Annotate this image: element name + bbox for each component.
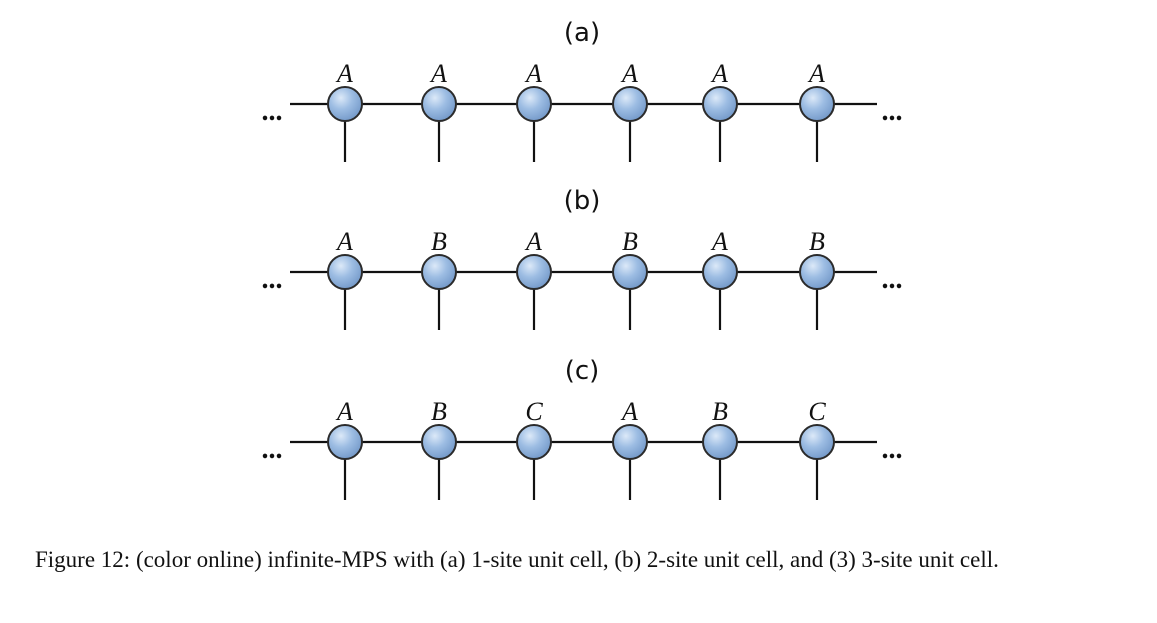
tensor-label: B (431, 227, 447, 256)
tensor-label: A (710, 59, 728, 88)
tensor-site: B (799, 227, 835, 330)
tensor-site: C (516, 397, 552, 500)
tensor-label: A (335, 227, 353, 256)
mps-diagram: (a)...... A A A A A A (b)...... A B A B A B (c)...... A… (262, 18, 903, 500)
tensor-node (702, 254, 738, 290)
tensor-label: B (809, 227, 825, 256)
tensor-site: A (702, 59, 738, 162)
tensor-site: A (421, 59, 457, 162)
tensor-label: A (524, 227, 542, 256)
tensor-node (799, 254, 835, 290)
tensor-node (516, 86, 552, 122)
tensor-node (516, 424, 552, 460)
tensor-site: B (421, 227, 457, 330)
tensor-label: A (710, 227, 728, 256)
tensor-node (702, 424, 738, 460)
tensor-label: A (429, 59, 447, 88)
panel-label: (c) (565, 356, 600, 386)
tensor-site: A (327, 59, 363, 162)
tensor-site: A (516, 227, 552, 330)
tensor-label: B (622, 227, 638, 256)
tensor-site: B (612, 227, 648, 330)
tensor-node (421, 254, 457, 290)
tensor-node (516, 254, 552, 290)
tensor-site: A (327, 227, 363, 330)
tensor-site: B (421, 397, 457, 500)
left-ellipsis: ... (262, 434, 283, 465)
tensor-node (799, 424, 835, 460)
tensor-node (612, 424, 648, 460)
right-ellipsis: ... (882, 264, 903, 295)
tensor-node (702, 86, 738, 122)
tensor-label: A (524, 59, 542, 88)
tensor-site: B (702, 397, 738, 500)
tensor-site: C (799, 397, 835, 500)
tensor-label: C (808, 397, 826, 426)
panel-b: (b)...... A B A B A B (262, 186, 903, 330)
tensor-label: A (620, 397, 638, 426)
panel-c: (c)...... A B C A B C (262, 356, 903, 500)
tensor-label: A (620, 59, 638, 88)
tensor-label: C (525, 397, 543, 426)
tensor-node (327, 424, 363, 460)
tensor-site: A (702, 227, 738, 330)
tensor-site: A (799, 59, 835, 162)
right-ellipsis: ... (882, 96, 903, 127)
figure-caption: Figure 12: (color online) infinite-MPS w… (35, 547, 999, 572)
tensor-site: A (516, 59, 552, 162)
tensor-node (421, 86, 457, 122)
right-ellipsis: ... (882, 434, 903, 465)
panels-group: (a)...... A A A A A A (b)...... A B A B A B (c)...... A… (262, 18, 903, 500)
tensor-site: A (612, 59, 648, 162)
tensor-label: A (335, 397, 353, 426)
left-ellipsis: ... (262, 264, 283, 295)
tensor-site: A (327, 397, 363, 500)
panel-a: (a)...... A A A A A A (262, 18, 903, 162)
tensor-node (327, 86, 363, 122)
tensor-label: A (807, 59, 825, 88)
tensor-site: A (612, 397, 648, 500)
tensor-node (612, 86, 648, 122)
tensor-label: B (712, 397, 728, 426)
left-ellipsis: ... (262, 96, 283, 127)
tensor-node (421, 424, 457, 460)
panel-label: (b) (564, 186, 601, 216)
tensor-label: A (335, 59, 353, 88)
tensor-node (327, 254, 363, 290)
tensor-node (612, 254, 648, 290)
tensor-node (799, 86, 835, 122)
panel-label: (a) (564, 18, 600, 48)
tensor-label: B (431, 397, 447, 426)
